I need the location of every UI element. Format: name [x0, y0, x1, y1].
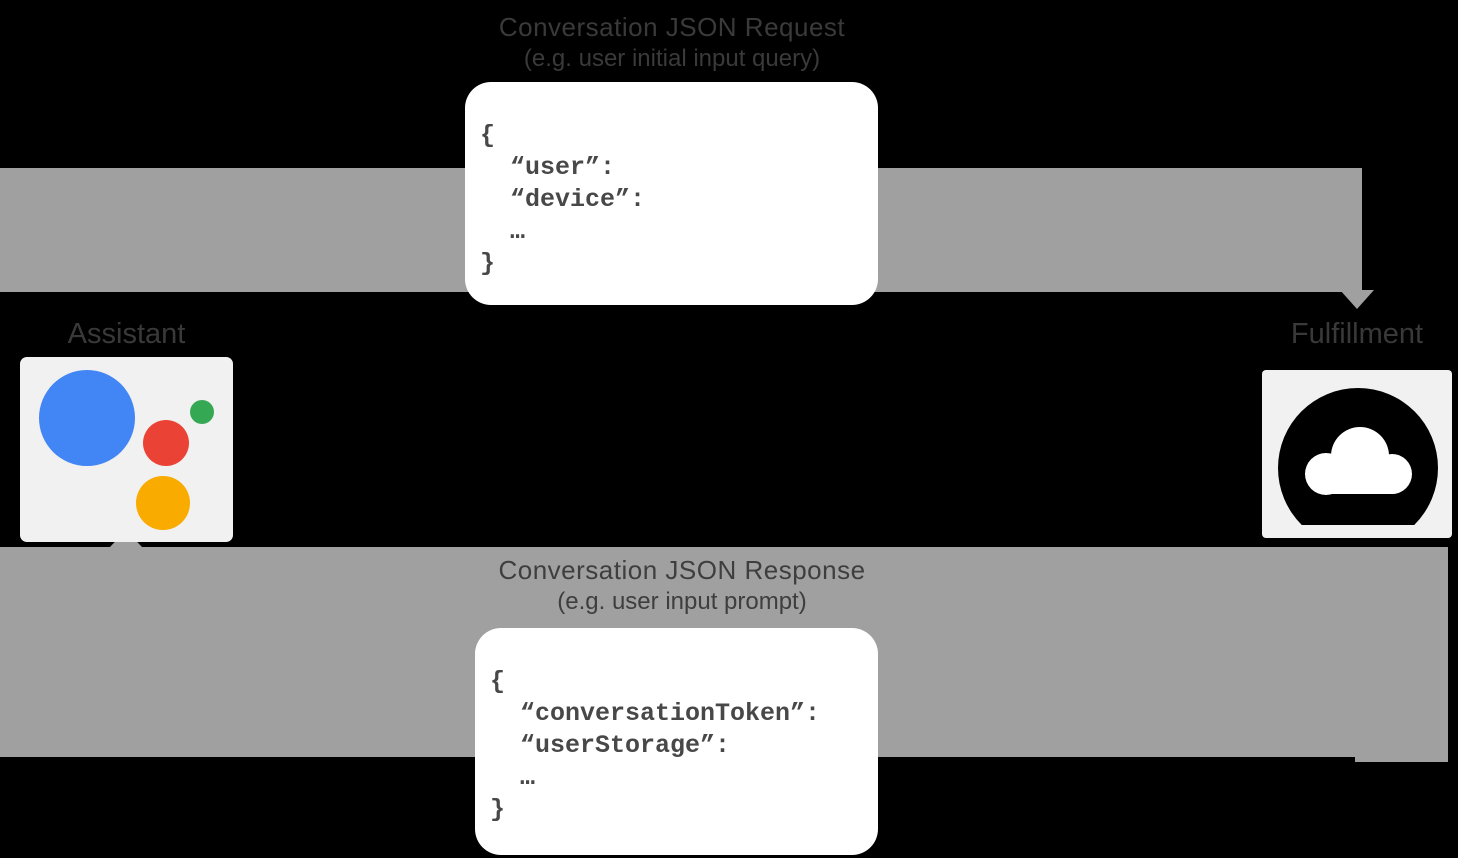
response-label: Conversation JSON Response (e.g. user in…	[300, 555, 1064, 616]
fulfillment-tile	[1262, 370, 1452, 538]
response-subtitle: (e.g. user input prompt)	[557, 588, 807, 615]
response-code: { “conversationToken”: “userStorage”: … …	[475, 628, 878, 826]
google-assistant-logo-icon	[39, 370, 214, 530]
response-json-box: { “conversationToken”: “userStorage”: … …	[475, 628, 878, 855]
request-code: { “user”: “device”: … }	[465, 82, 878, 280]
code-line: {	[480, 121, 496, 150]
response-title: Conversation JSON Response	[498, 555, 866, 585]
code-line: “userStorage”:	[490, 731, 731, 760]
request-json-box: { “user”: “device”: … }	[465, 82, 878, 305]
code-line: “conversationToken”:	[490, 699, 821, 728]
assistant-label: Assistant	[67, 318, 186, 350]
code-line: …	[490, 763, 536, 792]
assistant-tile	[20, 357, 233, 542]
code-line: }	[480, 249, 496, 278]
code-line: …	[480, 217, 526, 246]
code-line: “device”:	[480, 185, 646, 214]
fulfillment-label: Fulfillment	[1290, 318, 1424, 350]
cloud-icon	[1278, 388, 1438, 525]
request-title: Conversation JSON Request	[498, 12, 846, 42]
request-subtitle: (e.g. user initial input query)	[523, 45, 821, 72]
response-arrow-connector	[1355, 547, 1448, 762]
code-line: “user”:	[480, 153, 616, 182]
code-line: }	[490, 795, 506, 824]
arrow-down-icon	[1340, 290, 1374, 309]
request-label: Conversation JSON Request (e.g. user ini…	[300, 12, 1044, 73]
code-line: {	[490, 667, 506, 696]
